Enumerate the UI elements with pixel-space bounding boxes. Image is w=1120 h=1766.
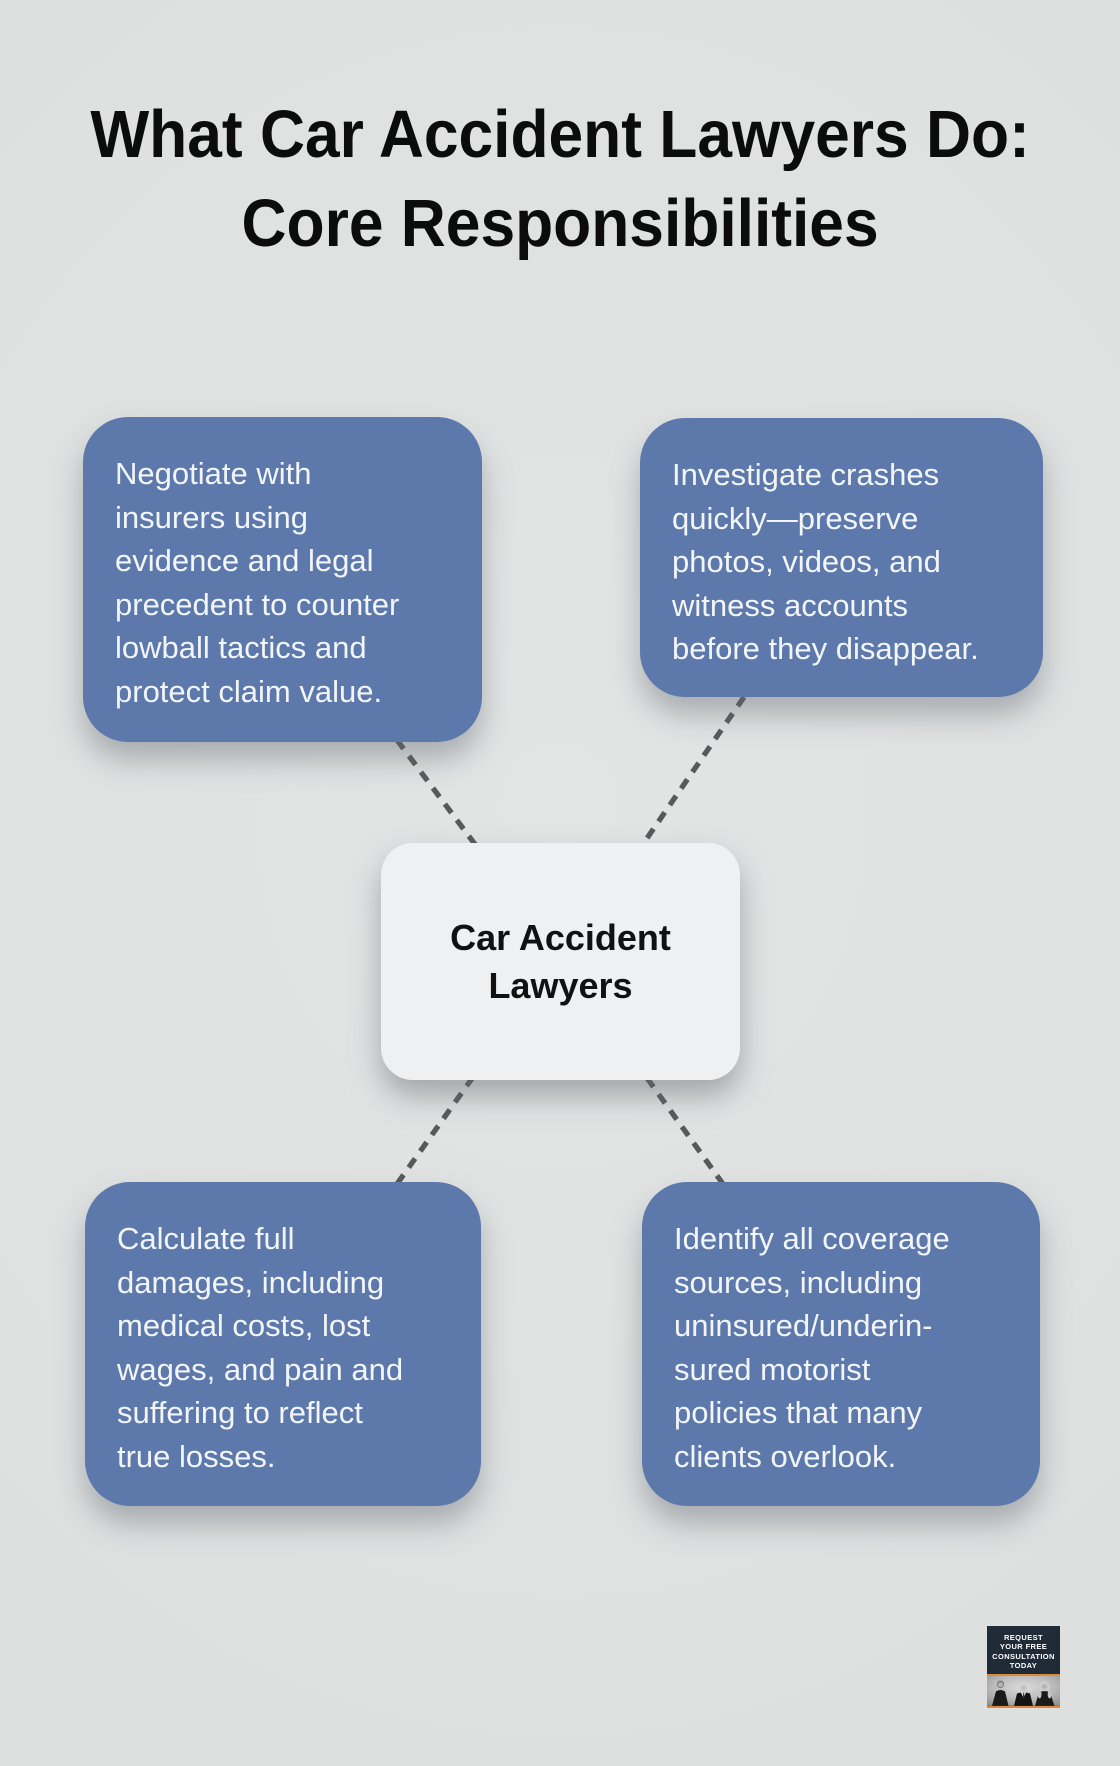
law-firm-team-photo [987,1676,1060,1706]
badge-accent-divider-top [987,1674,1060,1677]
page-title-lines: What Car Accident Lawyers Do:Core Respon… [90,97,1030,261]
connector-top-right [638,695,747,849]
connector-bottom-left [394,1075,476,1186]
connector-bottom-right [644,1076,726,1186]
badge-accent-divider-bottom [987,1706,1060,1708]
connector-top-left [394,738,480,849]
page-title: What Car Accident Lawyers Do:Core Respon… [0,90,1120,268]
